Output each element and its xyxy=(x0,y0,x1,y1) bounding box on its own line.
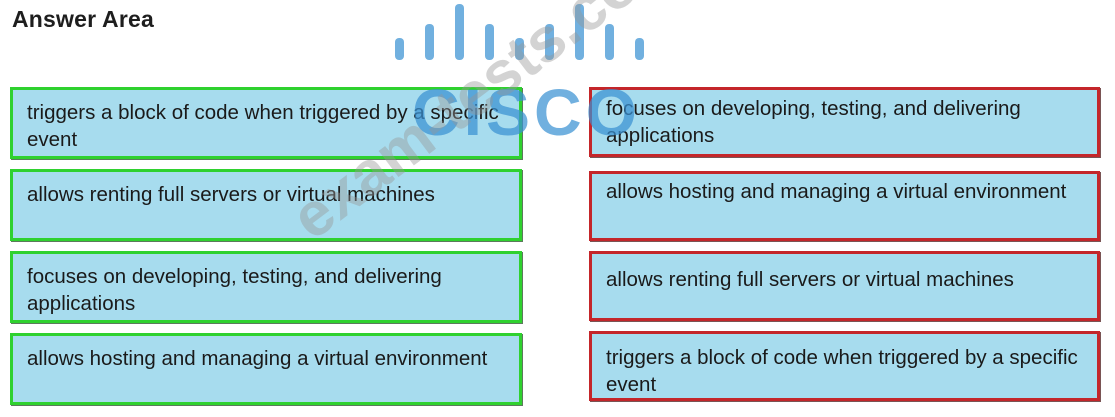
source-options-column: triggers a block of code when triggered … xyxy=(10,87,522,415)
answer-slot-3[interactable]: allows renting full servers or virtual m… xyxy=(589,251,1100,321)
cisco-logo-bars-icon xyxy=(395,4,644,60)
answer-slot-1[interactable]: focuses on developing, testing, and deli… xyxy=(589,87,1100,157)
drag-option-3[interactable]: focuses on developing, testing, and deli… xyxy=(10,251,522,323)
drag-option-1[interactable]: triggers a block of code when triggered … xyxy=(10,87,522,159)
drag-option-4[interactable]: allows hosting and managing a virtual en… xyxy=(10,333,522,405)
answer-area-title: Answer Area xyxy=(12,6,154,32)
answer-slot-2[interactable]: allows hosting and managing a virtual en… xyxy=(589,171,1100,241)
drag-option-2[interactable]: allows renting full servers or virtual m… xyxy=(10,169,522,241)
answer-slots-column: focuses on developing, testing, and deli… xyxy=(589,87,1100,411)
answer-slot-4[interactable]: triggers a block of code when triggered … xyxy=(589,331,1100,401)
